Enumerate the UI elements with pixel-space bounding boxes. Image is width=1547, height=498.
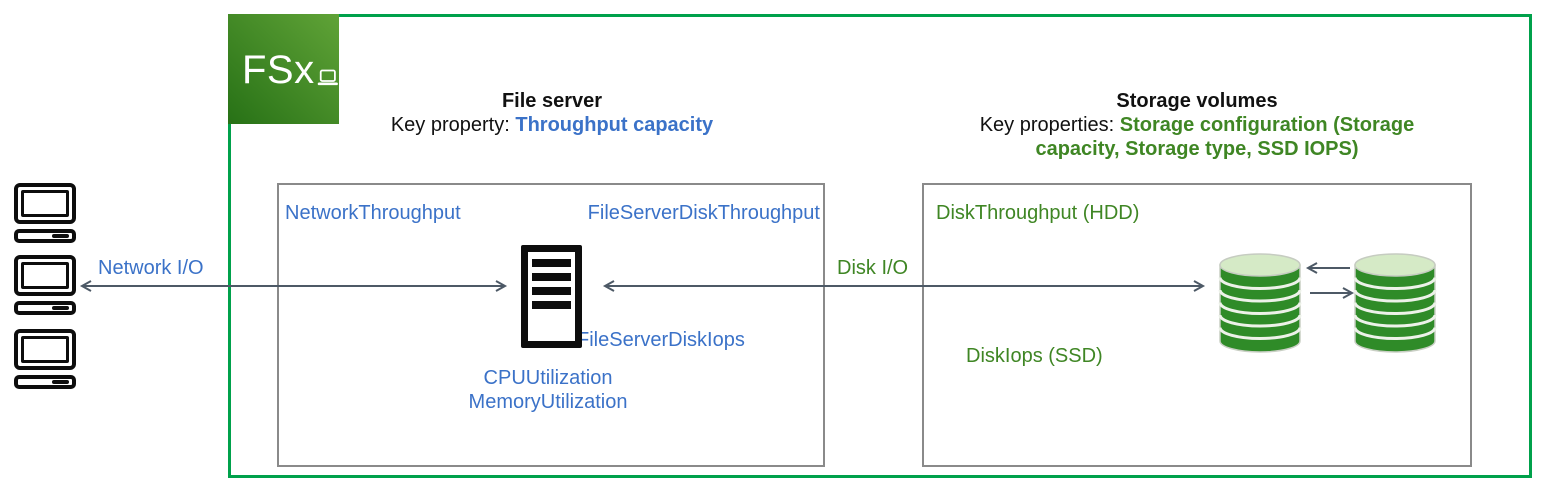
storage-volumes-header: Storage volumes Key properties: Storage … (922, 89, 1472, 161)
fsx-logo: FSx (228, 14, 339, 124)
key-property-value: Throughput capacity (515, 114, 714, 136)
metric-fileserver-disk-iops: FileServerDiskIops (577, 329, 745, 351)
file-server-key-property: Key property: Throughput capacity (277, 113, 827, 137)
metric-network-throughput: NetworkThroughput (285, 202, 461, 224)
storage-volumes-box (922, 183, 1472, 467)
metric-cpu-memory: CPUUtilization MemoryUtilization (398, 366, 698, 414)
key-properties-value: Storage configuration (Storage capacity,… (1035, 114, 1415, 160)
metric-disk-iops-ssd: DiskIops (SSD) (966, 345, 1103, 367)
metric-fileserver-disk-throughput: FileServerDiskThroughput (587, 202, 820, 224)
key-property-label: Key property: (390, 114, 516, 136)
client-computer-icon (14, 329, 76, 389)
file-server-title: File server (501, 90, 603, 112)
network-io-label: Network I/O (98, 257, 204, 279)
laptop-icon (317, 69, 338, 86)
storage-volumes-key-properties: Key properties: Storage configuration (S… (945, 113, 1450, 161)
client-computer-icon (14, 255, 76, 315)
client-computer-icon (14, 183, 76, 243)
key-properties-label: Key properties: (979, 114, 1120, 136)
metric-memory-utilization: MemoryUtilization (468, 391, 628, 413)
file-server-icon (521, 245, 582, 348)
disk-io-label: Disk I/O (837, 257, 909, 279)
metric-disk-throughput-hdd: DiskThroughput (HDD) (936, 202, 1140, 224)
file-server-header: File server Key property: Throughput cap… (277, 89, 827, 137)
storage-volumes-title: Storage volumes (1116, 90, 1278, 112)
metric-cpu-utilization: CPUUtilization (483, 367, 613, 389)
fsx-logo-text: FSx (242, 48, 315, 92)
